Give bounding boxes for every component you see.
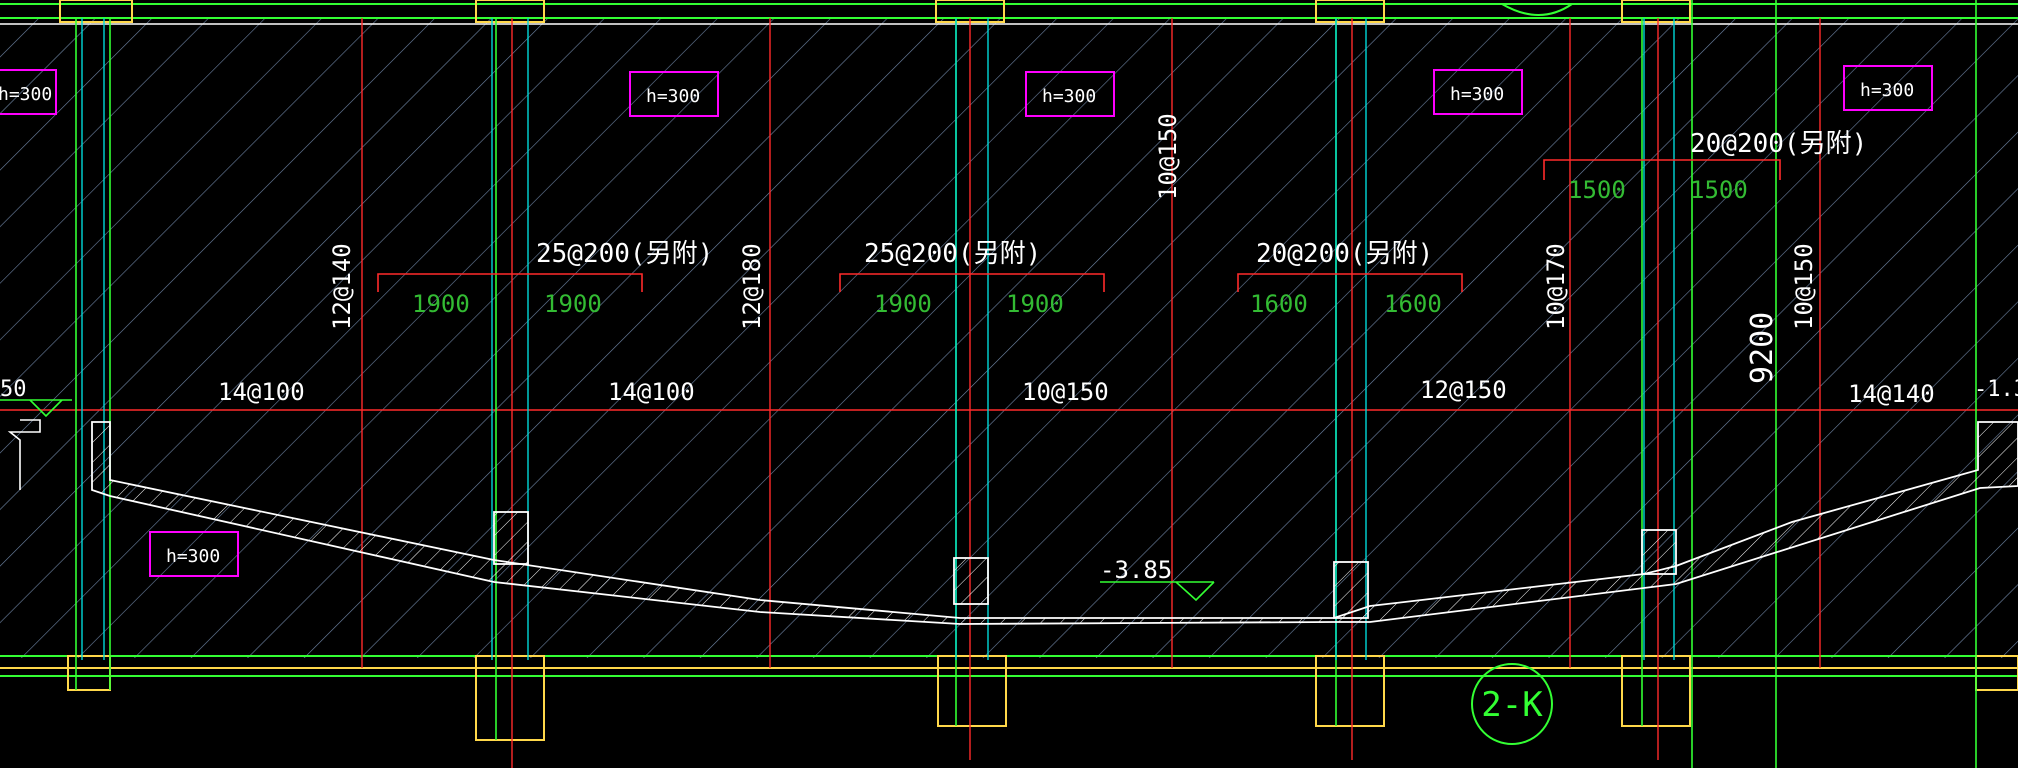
rebar-callout: 25@200(另附) (536, 239, 713, 269)
rebar-callouts: 25@200(另附) 25@200(另附) 20@200(另附) 20@200(… (536, 129, 1867, 269)
length-label: 1600 (1384, 290, 1442, 318)
elevation-marker (1100, 581, 1215, 602)
spacing-label: 10@150 (1022, 378, 1109, 406)
length-label: 1900 (412, 290, 470, 318)
length-label: 1900 (1006, 290, 1064, 318)
hatch-fill (0, 18, 2018, 658)
rebar-lengths: 1900 1900 1900 1900 1600 1600 1500 1500 (412, 176, 1748, 318)
slab-section (7, 419, 2018, 625)
spacing-label: 14@100 (218, 378, 305, 406)
spacing-label: 10@150 (1790, 243, 1818, 330)
slab-tag: h=300 (646, 86, 700, 107)
rebar-callout: 20@200(另附) (1690, 129, 1867, 159)
edge-marker (0, 399, 72, 418)
edge-label-left: 50 (0, 377, 27, 402)
bottom-beam-band (0, 655, 2018, 741)
axis-label: 2-K (1481, 685, 1543, 725)
edge-label-right: -1.3 (1974, 377, 2018, 402)
length-label: 1600 (1250, 290, 1308, 318)
rebar-callout: 20@200(另附) (1256, 239, 1433, 269)
spacing-label: 14@140 (1848, 380, 1935, 408)
slab-tag: h=300 (1450, 84, 1504, 105)
length-label: 1900 (874, 290, 932, 318)
dimension-label: 9200 (1745, 312, 1780, 384)
slab-tags: h=300 h=300 h=300 h=300 h=300 h=300 (0, 65, 1933, 577)
spacing-label: 10@170 (1542, 243, 1570, 330)
spacing-label: 12@150 (1420, 376, 1507, 404)
spacing-label: 12@180 (738, 243, 766, 330)
top-beam-band (0, 0, 2018, 25)
spacing-label: 14@100 (608, 378, 695, 406)
length-label: 1900 (544, 290, 602, 318)
slab-tag: h=300 (0, 84, 52, 105)
vertical-spacings: 12@140 12@180 10@150 10@170 10@150 (328, 113, 1818, 330)
axis-bubble (1471, 663, 1553, 745)
length-label: 1500 (1568, 176, 1626, 204)
rebar-callout: 25@200(另附) (864, 239, 1041, 269)
rebar-brackets (377, 159, 1781, 292)
bottom-spacings: 14@100 14@100 10@150 12@150 14@140 (218, 376, 1935, 408)
spacing-label: 12@140 (328, 243, 356, 330)
slab-tag: h=300 (166, 546, 220, 567)
elevation-label: -3.85 (1100, 556, 1172, 584)
length-label: 1500 (1690, 176, 1748, 204)
slab-tag: h=300 (1042, 86, 1096, 107)
slab-tag: h=300 (1860, 80, 1914, 101)
red-gridlines (0, 18, 2018, 768)
spacing-label: 10@150 (1154, 113, 1182, 200)
